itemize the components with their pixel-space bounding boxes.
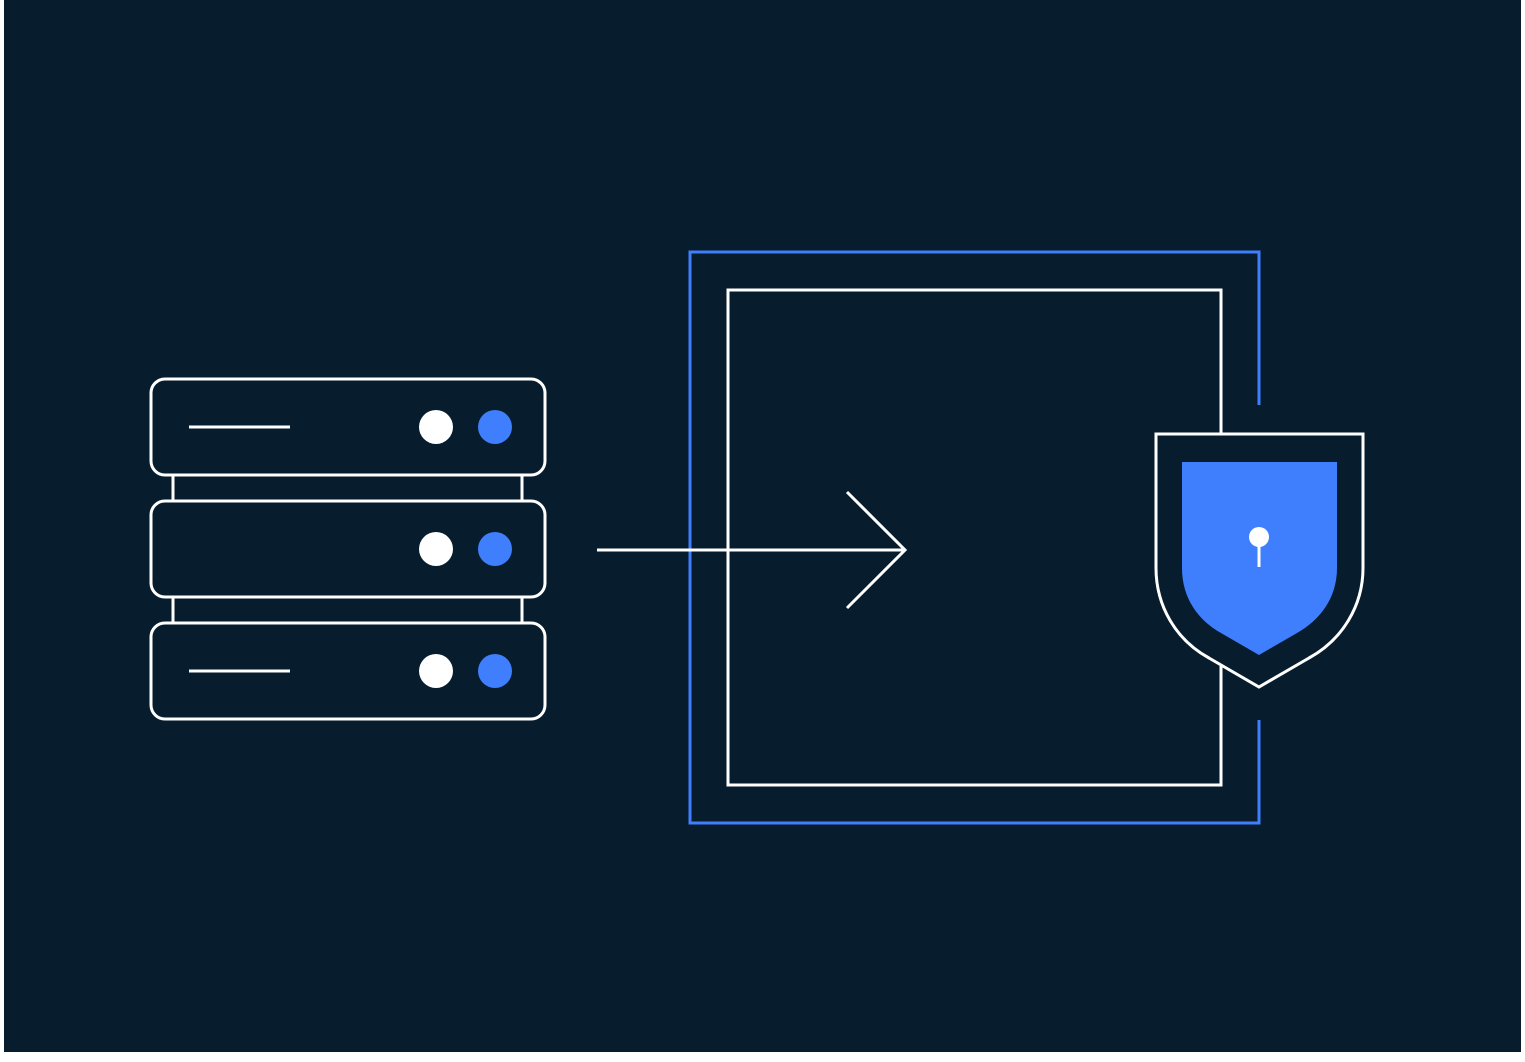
server-rack-icon [149,377,547,721]
status-dot-white [419,532,453,566]
status-dot-white [419,410,453,444]
server-unit-top [149,377,547,477]
arrow-right-icon [597,490,908,610]
server-unit-bottom [149,621,547,721]
server-connectors [171,474,524,624]
status-dot-white [419,654,453,688]
status-dot-blue [478,532,512,566]
keyhole-icon [1249,527,1269,567]
status-dot-blue [478,654,512,688]
secure-boundary-inner-frame [726,288,1223,787]
shield-lock-icon [1154,432,1365,689]
status-dot-blue [478,410,512,444]
server-unit-middle [149,499,547,599]
secure-boundary-outer-frame [688,250,1261,825]
